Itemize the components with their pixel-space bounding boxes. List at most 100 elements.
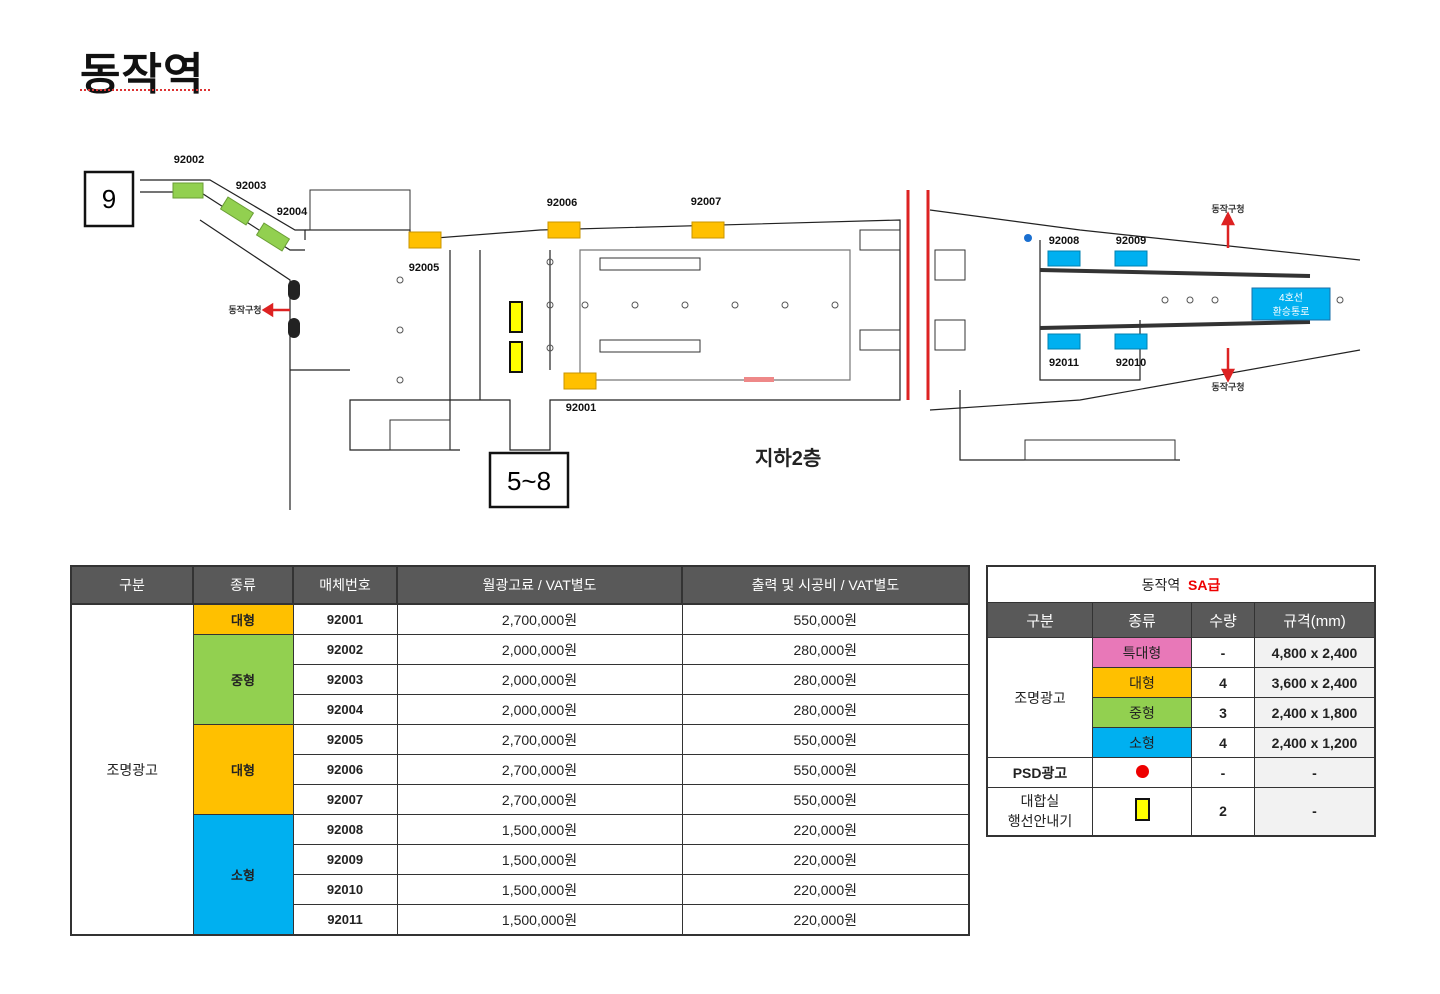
quantity: - — [1191, 637, 1255, 668]
ad-92010-marker: 92010 — [1114, 333, 1148, 369]
guide-board-marker-1 — [509, 301, 523, 333]
production-cost: 220,000원 — [681, 904, 970, 936]
ad-92005-marker: 92005 — [408, 231, 442, 274]
production-cost: 550,000원 — [681, 754, 970, 785]
media-id: 92008 — [292, 814, 398, 845]
size-type: 대형 — [1092, 667, 1192, 698]
summary-category: 조명광고 — [986, 637, 1093, 758]
table-row: 대형 92005 2,700,000원 550,000원 — [71, 724, 970, 815]
size-type: 특대형 — [1092, 637, 1192, 668]
table-row: 대형 4 3,600 x 2,400 — [987, 667, 1376, 698]
price-table: 구분 종류 매체번호 월광고료 / VAT별도 출력 및 시공비 / VAT별도… — [70, 565, 970, 936]
spec: 3,600 x 2,400 — [1254, 667, 1376, 698]
table-row: 조명광고 특대형 - 4,800 x 2,400 — [986, 637, 1376, 758]
monthly-fee: 1,500,000원 — [396, 874, 683, 905]
monthly-fee: 1,500,000원 — [396, 814, 683, 845]
ad-92006-marker: 92006 — [547, 197, 581, 239]
red-dot-icon — [1135, 764, 1149, 778]
col-header: 월광고료 / VAT별도 — [396, 565, 683, 605]
svg-text:92004: 92004 — [277, 206, 308, 218]
svg-text:92009: 92009 — [1116, 235, 1147, 247]
col-header: 수량 — [1191, 602, 1255, 638]
svg-text:92010: 92010 — [1116, 357, 1147, 369]
monthly-fee: 2,000,000원 — [396, 634, 683, 665]
ad-92002-marker: 92002 — [172, 154, 205, 199]
col-header: 규격(mm) — [1254, 602, 1376, 638]
quantity: 4 — [1191, 667, 1255, 698]
table-row: 조명광고 대형 92001 2,700,000원 550,000원 — [70, 603, 970, 936]
col-header: 출력 및 시공비 / VAT별도 — [681, 565, 970, 605]
ad-92003-marker: 92003 — [219, 180, 267, 226]
media-id: 92005 — [292, 724, 398, 755]
spec: 2,400 x 1,800 — [1254, 697, 1376, 728]
exit-9-label: 9 — [102, 184, 116, 214]
floor-map: 9 5~8 지하2층 4호선 환승통로 동작구청 동작구청 동작구청 92002… — [83, 154, 1361, 510]
table-row: 중형 92002 2,000,000원 280,000원 — [71, 634, 970, 725]
type-cell-large: 대형 — [192, 603, 294, 635]
exit-direction-left: 동작구청 — [228, 304, 261, 315]
transfer-passage-label: 환승통로 — [1273, 306, 1310, 318]
production-cost: 220,000원 — [681, 874, 970, 905]
col-header: 구분 — [986, 602, 1093, 638]
production-cost: 550,000원 — [681, 784, 970, 815]
size-type: 중형 — [1092, 697, 1192, 728]
table-row: 92007 2,700,000원 550,000원 — [71, 784, 970, 815]
type-cell-large: 대형 — [192, 724, 294, 815]
monthly-fee: 2,000,000원 — [396, 694, 683, 725]
psd-label: PSD광고 — [986, 757, 1093, 788]
ad-92009-marker: 92009 — [1114, 235, 1148, 267]
ad-92007-marker: 92007 — [691, 196, 725, 239]
guide-marker — [1092, 787, 1192, 836]
category-cell: 조명광고 — [70, 603, 194, 936]
svg-text:92003: 92003 — [236, 180, 267, 192]
monthly-fee: 2,700,000원 — [396, 784, 683, 815]
pink-marker — [744, 377, 774, 382]
production-cost: 550,000원 — [681, 603, 970, 635]
table-row: 소형 4 2,400 x 1,200 — [987, 727, 1376, 758]
ad-92001-marker: 92001 — [563, 372, 597, 414]
type-cell-small: 소형 — [192, 814, 294, 936]
exit-9-box — [83, 170, 135, 228]
guide-label-line1: 대합실 — [1020, 793, 1060, 810]
media-id: 92006 — [292, 754, 398, 785]
table-row: 중형 3 2,400 x 1,800 — [987, 697, 1376, 728]
spec: 2,400 x 1,200 — [1254, 727, 1376, 758]
production-cost: 280,000원 — [681, 694, 970, 725]
svg-text:92002: 92002 — [174, 154, 205, 166]
svg-text:92011: 92011 — [1049, 357, 1079, 369]
quantity: - — [1191, 757, 1255, 788]
quantity: 2 — [1191, 787, 1255, 836]
table-row: 92010 1,500,000원 220,000원 — [71, 874, 970, 905]
guide-label: 대합실 행선안내기 — [986, 787, 1093, 836]
guide-board-marker-2 — [509, 341, 523, 373]
media-id: 92004 — [292, 694, 398, 725]
production-cost: 280,000원 — [681, 634, 970, 665]
station-name: 동작역 — [1141, 576, 1181, 593]
svg-text:92007: 92007 — [691, 196, 722, 208]
col-header: 구분 — [70, 565, 194, 605]
monthly-fee: 2,000,000원 — [396, 664, 683, 695]
media-id: 92003 — [292, 664, 398, 695]
svg-text:92006: 92006 — [547, 197, 578, 209]
table-row: 92011 1,500,000원 220,000원 — [71, 904, 970, 936]
ad-92008-marker: 92008 — [1047, 235, 1081, 267]
monthly-fee: 2,700,000원 — [396, 603, 683, 635]
spec: - — [1254, 787, 1376, 836]
title-spellcheck-underline — [80, 86, 210, 91]
exit-direction-lower: 동작구청 — [1211, 381, 1244, 392]
floor-label: 지하2층 — [755, 447, 821, 470]
price-table-header: 구분 종류 매체번호 월광고료 / VAT별도 출력 및 시공비 / VAT별도 — [70, 565, 970, 605]
media-id: 92001 — [292, 603, 398, 635]
psd-marker — [1092, 757, 1192, 788]
col-header: 종류 — [1092, 602, 1192, 638]
monthly-fee: 2,700,000원 — [396, 724, 683, 755]
summary-title: 동작역 SA급 — [986, 565, 1376, 603]
page-title: 동작역 — [80, 49, 205, 100]
production-cost: 550,000원 — [681, 724, 970, 755]
table-row: 대합실 행선안내기 2 - — [986, 787, 1376, 836]
table-row: 92006 2,700,000원 550,000원 — [71, 754, 970, 785]
type-cell-medium: 중형 — [192, 634, 294, 725]
yellow-box-icon — [1134, 798, 1150, 822]
col-header: 종류 — [192, 565, 294, 605]
exit-5-8-box — [488, 451, 570, 509]
